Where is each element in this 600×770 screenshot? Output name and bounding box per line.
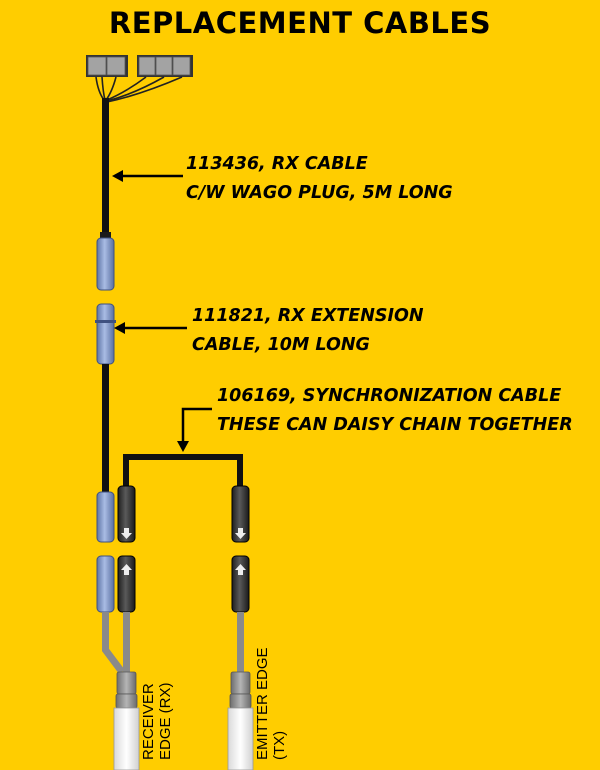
sync-cable-description: THESE CAN DAISY CHAIN TOGETHER — [217, 415, 573, 435]
rx-cable-callout-arrow — [112, 170, 183, 182]
page-title: REPLACEMENT CABLES — [108, 6, 492, 40]
sync-direction-arrows — [121, 528, 246, 575]
sync-cable-callout-arrow — [177, 407, 212, 452]
wago-plug — [86, 55, 193, 77]
rx-cable-description: C/W WAGO PLUG, 5M LONG — [186, 183, 453, 203]
rx-extension-description: CABLE, 10M LONG — [192, 335, 370, 355]
emitter-edge-line2: (TX) — [271, 730, 288, 760]
receiver-edge-label: RECEIVER EDGE (RX) — [140, 682, 174, 760]
rx-extension-cable — [95, 303, 116, 543]
emitter-edge-label: EMITTER EDGE (TX) — [254, 647, 288, 760]
receiver-edge-line2: EDGE (RX) — [157, 682, 174, 760]
rx-extension-part-label: 111821, RX EXTENSION — [192, 306, 424, 326]
sync-cable-callout: 106169, SYNCHRONIZATION CABLE THESE CAN … — [217, 382, 573, 440]
rx-extension-callout: 111821, RX EXTENSION CABLE, 10M LONG — [192, 302, 423, 360]
rx-cable-part-label: 113436, RX CABLE — [186, 154, 368, 174]
rx-extension-callout-arrow — [114, 322, 187, 334]
sync-cable — [117, 454, 250, 543]
rx-cable — [96, 98, 115, 291]
receiver-edge-cable — [96, 555, 140, 770]
emitter-edge-cable — [227, 555, 254, 770]
sync-cable-part-label: 106169, SYNCHRONIZATION CABLE — [217, 386, 562, 406]
rx-cable-callout: 113436, RX CABLE C/W WAGO PLUG, 5M LONG — [186, 150, 453, 208]
emitter-edge-line1: EMITTER EDGE — [254, 647, 271, 760]
receiver-edge-line1: RECEIVER — [140, 683, 157, 760]
